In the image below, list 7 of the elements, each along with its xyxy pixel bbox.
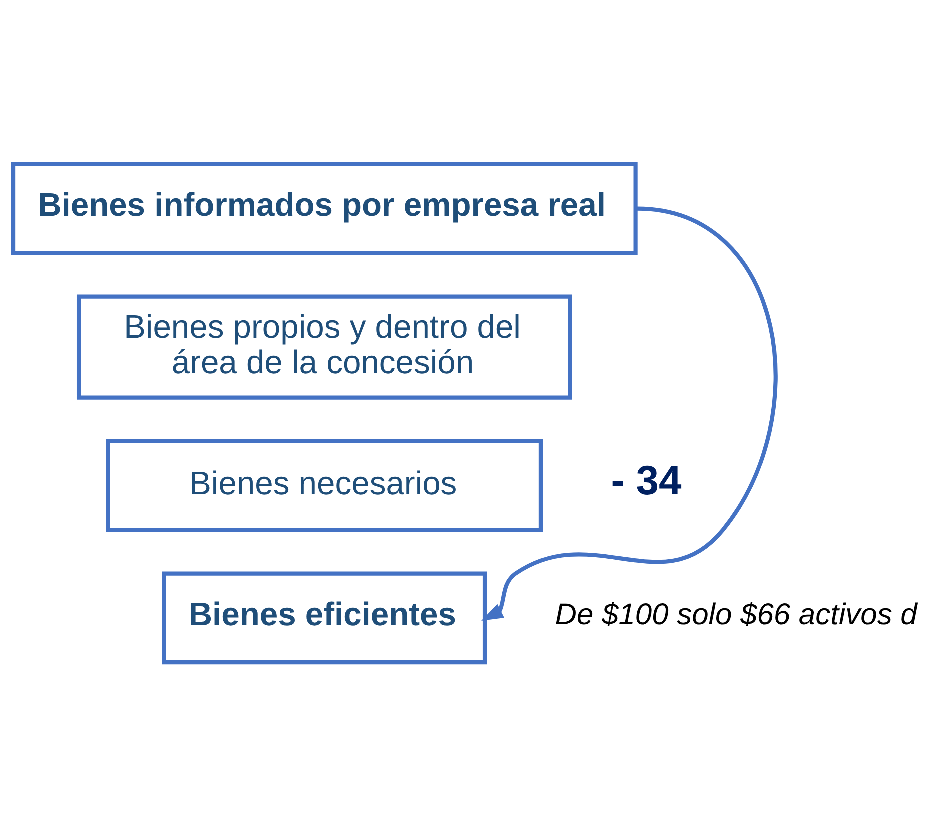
- node-box: Bienes necesarios: [106, 439, 543, 532]
- node-box: Bienes propios y dentro del área de la concesión: [77, 294, 572, 400]
- node-box: Bienes informados por empresa real: [12, 162, 638, 256]
- label: - 34: [611, 458, 682, 504]
- label: De $100 solo $66 activos d: [555, 598, 918, 632]
- node-box: Bienes eficientes: [162, 572, 488, 665]
- arrow: [482, 206, 778, 621]
